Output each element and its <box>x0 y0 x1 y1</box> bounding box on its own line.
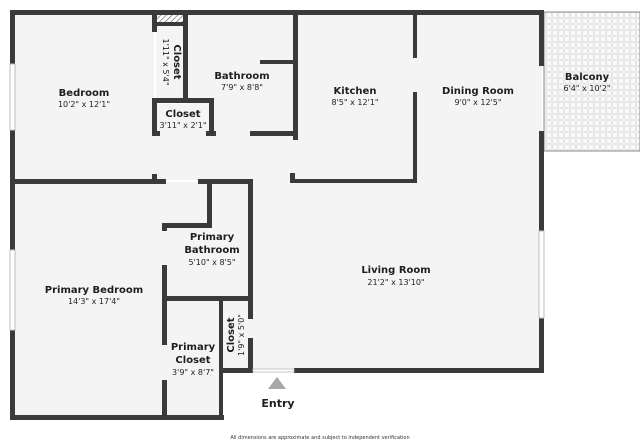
room-primary-bathroom: Primary Bathroom 5'10" x 8'5" <box>184 232 239 267</box>
room-living-room: Living Room 21'2" x 13'10" <box>361 265 430 287</box>
room-closet-1: Closet 1'11" x 5'4" <box>161 38 182 85</box>
room-dimensions: 3'9" x 8'7" <box>172 368 214 377</box>
dining-floor <box>416 14 542 180</box>
primary-closet-floor <box>166 298 222 416</box>
balcony-floor <box>543 11 640 152</box>
room-name-line2: Closet <box>175 355 210 366</box>
room-dimensions: 8'5" x 12'1" <box>331 98 378 107</box>
room-dimensions: 7'9" x 8'8" <box>221 83 263 92</box>
bedroom-floor <box>14 14 154 180</box>
room-name: Closet <box>165 109 200 120</box>
hall-floor <box>154 134 296 180</box>
room-dimensions: 14'3" x 17'4" <box>68 297 120 306</box>
windows <box>9 63 545 331</box>
room-dimensions: 9'0" x 12'5" <box>454 98 501 107</box>
closet-2-floor <box>157 104 207 134</box>
room-dimensions: 21'2" x 13'10" <box>367 278 424 287</box>
room-name-line1: Primary <box>190 232 235 243</box>
room-name: Bathroom <box>214 71 269 82</box>
closet-1-floor <box>156 24 184 100</box>
window <box>538 230 545 319</box>
room-name: Closet <box>171 44 182 79</box>
room-primary-closet: Primary Closet 3'9" x 8'7" <box>171 342 216 377</box>
room-dimensions: 10'2" x 12'1" <box>58 100 110 109</box>
hatched-shaft <box>157 14 184 23</box>
room-name: Balcony <box>565 72 610 83</box>
room-name-line1: Primary <box>171 342 216 353</box>
room-dimensions: 1'9" x 5'0" <box>237 314 246 356</box>
entry-door[interactable] <box>252 368 295 373</box>
room-name: Closet <box>226 317 237 352</box>
room-name: Dining Room <box>442 86 514 97</box>
kitchen-floor <box>296 14 416 180</box>
room-dimensions: 5'10" x 8'5" <box>188 258 235 267</box>
room-closet-2: Closet 3'11" x 2'1" <box>159 109 206 130</box>
room-dimensions: 1'11" x 5'4" <box>161 38 170 85</box>
living-floor <box>252 180 542 372</box>
primary-bedroom-floor <box>14 182 166 416</box>
walls <box>10 10 544 420</box>
entry-label: Entry <box>261 397 294 410</box>
room-primary-bedroom: Primary Bedroom 14'3" x 17'4" <box>45 285 143 306</box>
room-dining-room: Dining Room 9'0" x 12'5" <box>442 86 514 107</box>
room-bathroom: Bathroom 7'9" x 8'8" <box>214 71 269 92</box>
room-kitchen: Kitchen 8'5" x 12'1" <box>331 86 378 107</box>
room-balcony: Balcony 6'4" x 10'2" <box>563 72 610 93</box>
room-bedroom: Bedroom 10'2" x 12'1" <box>58 88 110 109</box>
disclaimer-footnote: All dimensions are approximate and subje… <box>230 435 409 441</box>
room-name-line2: Bathroom <box>184 245 239 256</box>
room-name: Primary Bedroom <box>45 285 143 296</box>
floor-areas <box>14 11 640 416</box>
room-closet-3: Closet 1'9" x 5'0" <box>226 314 246 356</box>
room-dimensions: 6'4" x 10'2" <box>563 84 610 93</box>
room-name: Bedroom <box>59 88 110 99</box>
room-name: Living Room <box>361 265 430 276</box>
room-name: Kitchen <box>334 86 377 97</box>
closet-3-floor <box>222 298 252 372</box>
entry-arrow-icon <box>268 377 286 389</box>
room-dimensions: 3'11" x 2'1" <box>159 121 206 130</box>
window <box>9 63 16 131</box>
window <box>9 249 16 331</box>
